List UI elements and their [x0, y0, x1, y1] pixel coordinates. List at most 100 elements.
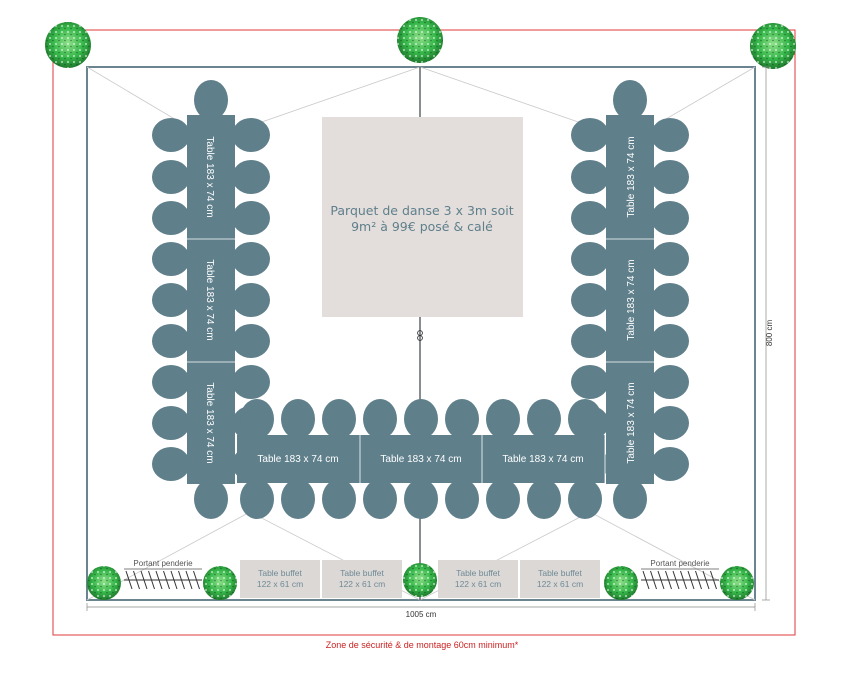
chair	[232, 242, 270, 276]
chair	[232, 118, 270, 152]
chair	[232, 160, 270, 194]
chair	[571, 365, 609, 399]
table-dividers	[187, 238, 654, 483]
chair	[322, 479, 356, 519]
chair	[651, 365, 689, 399]
buffet-label-1-line1: Table buffet	[258, 568, 302, 578]
chair	[232, 365, 270, 399]
chair	[651, 160, 689, 194]
plant-icon	[720, 566, 754, 600]
table-left-top	[187, 115, 235, 239]
chair	[232, 283, 270, 317]
chair	[363, 479, 397, 519]
tables	[187, 115, 654, 484]
plant-icon	[397, 17, 443, 63]
chair	[568, 399, 602, 439]
clothes-rack-right: Portant penderie	[641, 559, 719, 590]
chair	[651, 324, 689, 358]
chair	[281, 479, 315, 519]
chair	[571, 242, 609, 276]
table-left-middle	[187, 239, 235, 362]
chair	[152, 201, 190, 235]
table-label-right-top: Table 183 x 74 cm	[626, 136, 637, 217]
chair	[152, 324, 190, 358]
table-label-right-bottom: Table 183 x 74 cm	[626, 382, 637, 463]
buffet-label-1-line2: 122 x 61 cm	[257, 579, 303, 589]
buffet-label-4-line1: Table buffet	[538, 568, 582, 578]
table-label-bottom-center: Table 183 x 74 cm	[380, 454, 461, 465]
buffet-tables	[240, 560, 600, 598]
chair	[527, 399, 561, 439]
chair	[152, 160, 190, 194]
chair	[152, 283, 190, 317]
chair	[152, 365, 190, 399]
buffet-table-3	[438, 560, 518, 598]
dance-floor-label-line2: 9m² à 99€ posé & calé	[351, 219, 493, 234]
buffet-label-2-line2: 122 x 61 cm	[339, 579, 385, 589]
width-dimension-label: 1005 cm	[406, 610, 437, 619]
chair	[571, 283, 609, 317]
dance-floor-label-line1: Parquet de danse 3 x 3m soit	[330, 203, 513, 218]
table-label-left-top: Table 183 x 74 cm	[204, 136, 215, 217]
plant-icon	[604, 566, 638, 600]
chair	[281, 399, 315, 439]
buffet-table-1	[240, 560, 320, 598]
chair	[651, 283, 689, 317]
table-bottom-left	[237, 435, 360, 483]
dance-floor	[322, 117, 523, 317]
buffet-label-3-line1: Table buffet	[456, 568, 500, 578]
chair	[651, 447, 689, 481]
chair	[445, 479, 479, 519]
table-right-bottom	[606, 362, 654, 484]
chair	[568, 479, 602, 519]
chair	[232, 324, 270, 358]
chair	[404, 399, 438, 439]
chair	[651, 406, 689, 440]
table-label-right-middle: Table 183 x 74 cm	[626, 259, 637, 340]
chair	[571, 324, 609, 358]
plant-icon	[45, 22, 91, 68]
chair	[486, 399, 520, 439]
table-label-bottom-left: Table 183 x 74 cm	[257, 454, 338, 465]
plants	[45, 17, 796, 600]
chair	[240, 399, 274, 439]
chair	[651, 201, 689, 235]
chair	[613, 80, 647, 120]
plant-icon	[87, 566, 121, 600]
chair	[651, 118, 689, 152]
table-bottom-right	[482, 435, 605, 483]
buffet-label-4-line2: 122 x 61 cm	[537, 579, 583, 589]
chair	[194, 80, 228, 120]
chair	[152, 242, 190, 276]
width-dimension	[86, 603, 756, 611]
table-label-bottom-right: Table 183 x 74 cm	[502, 454, 583, 465]
center-pole-marker	[417, 330, 423, 341]
clothes-rack-label-right: Portant penderie	[650, 559, 710, 568]
chair	[404, 479, 438, 519]
chair	[363, 399, 397, 439]
clothes-rack-label-left: Portant penderie	[133, 559, 193, 568]
height-dimension	[762, 66, 770, 601]
chair	[613, 479, 647, 519]
table-label-left-bottom: Table 183 x 74 cm	[204, 382, 215, 463]
plant-icon	[403, 563, 437, 597]
chair	[445, 399, 479, 439]
table-right-top	[606, 115, 654, 239]
table-left-bottom	[187, 362, 235, 484]
buffet-table-2	[322, 560, 402, 598]
buffet-label-3-line2: 122 x 61 cm	[455, 579, 501, 589]
buffet-table-4	[520, 560, 600, 598]
chair	[571, 118, 609, 152]
table-bottom-center	[360, 435, 482, 483]
safety-zone-label: Zone de sécurité & de montage 60cm minim…	[326, 640, 519, 650]
chair	[527, 479, 561, 519]
chair	[571, 160, 609, 194]
chair	[240, 479, 274, 519]
table-label-left-middle: Table 183 x 74 cm	[204, 259, 215, 340]
chair	[194, 479, 228, 519]
chair	[152, 406, 190, 440]
chair	[152, 118, 190, 152]
chair	[651, 242, 689, 276]
height-dimension-label: 800 cm	[765, 320, 774, 347]
